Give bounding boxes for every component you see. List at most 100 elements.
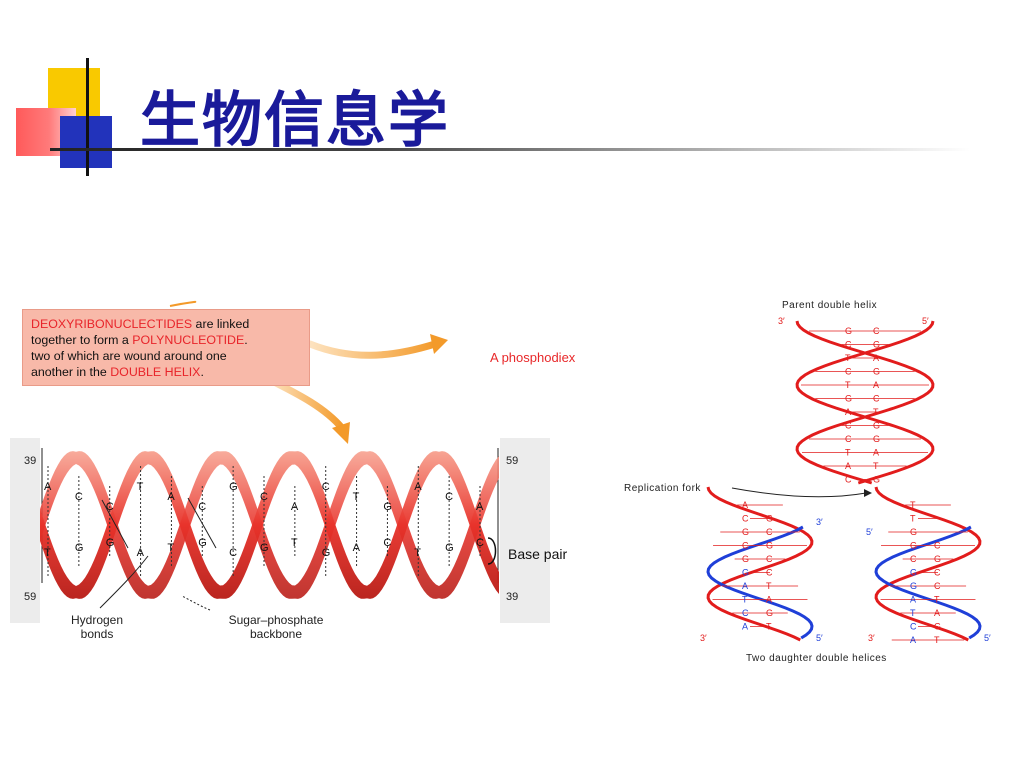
parent-base-right: G xyxy=(873,434,880,444)
base-letter-bottom: G xyxy=(322,547,331,559)
parent-base-right: G xyxy=(873,475,880,485)
base-letter-top: A xyxy=(291,501,299,513)
base-letter-top: A xyxy=(414,481,422,493)
dna-replication-diagram: Parent double helix Replication fork Two… xyxy=(624,300,991,664)
helix-left-end-panel xyxy=(10,438,40,623)
backbone-pointer-line xyxy=(181,595,211,611)
parent-base-right: G xyxy=(873,421,880,431)
parent-base-right: T xyxy=(873,407,879,417)
parent-base-left: C xyxy=(845,367,852,377)
helix-end-top-right: 59 xyxy=(506,455,518,467)
parent-3-prime-label: 3′ xyxy=(778,316,785,326)
replication-strands xyxy=(706,320,982,642)
left-daughter-3-prime-top: 3′ xyxy=(816,517,823,527)
parent-base-left: T xyxy=(845,353,851,363)
left-daughter-base-right: G xyxy=(766,608,773,618)
base-letter-top: T xyxy=(353,491,360,503)
left-daughter-base-right: G xyxy=(766,541,773,551)
base-letter-top: C xyxy=(260,491,268,503)
base-letter-top: C xyxy=(106,501,114,513)
parent-strand-b xyxy=(795,320,935,485)
daughter-helices-label: Two daughter double helices xyxy=(746,653,887,664)
base-letter-top: A xyxy=(476,501,484,513)
replication-fork-label: Replication fork xyxy=(624,483,701,494)
title-decor-vertical-line xyxy=(86,58,89,176)
right-daughter-base-right: T xyxy=(934,595,940,605)
left-daughter-base-right: G xyxy=(766,514,773,524)
base-pair-bracket xyxy=(487,537,497,565)
ribbon-strand-1 xyxy=(40,451,499,599)
parent-strand-a xyxy=(795,320,935,485)
right-daughter-base-left: G xyxy=(910,581,917,591)
base-letter-bottom: A xyxy=(137,547,145,559)
right-daughter-3-prime-label: 3′ xyxy=(868,633,875,643)
parent-base-right: A xyxy=(873,448,879,458)
parent-base-left: C xyxy=(845,475,852,485)
parent-base-left: T xyxy=(845,448,851,458)
left-daughter-base-left: A xyxy=(742,500,748,510)
base-letter-bottom: C xyxy=(476,537,484,549)
parent-base-left: A xyxy=(845,461,851,471)
parent-base-right: G xyxy=(873,367,880,377)
ribbon-strand-2 xyxy=(40,451,499,599)
parent-5-prime-label: 5′ xyxy=(922,316,929,326)
sugar-phosphate-backbone-label: Sugar–phosphate backbone xyxy=(228,613,324,641)
base-letter-bottom: G xyxy=(75,542,84,554)
base-letter-bottom: T xyxy=(167,542,174,554)
left-daughter-base-left: C xyxy=(742,541,749,551)
left-daughter-base-left: C xyxy=(742,608,749,618)
base-letter-top: T xyxy=(137,481,144,493)
arrow-to-helix xyxy=(266,376,346,432)
left-daughter-base-right: T xyxy=(766,581,772,591)
right-daughter-5-prime-label: 5′ xyxy=(984,633,991,643)
right-daughter-base-right: G xyxy=(934,622,941,632)
parent-base-left: G xyxy=(845,394,852,404)
phosphodiester-label: A phosphodiex xyxy=(490,350,576,365)
base-letter-bottom: G xyxy=(445,542,454,554)
left-daughter-base-right: C xyxy=(766,527,773,537)
parent-base-right: A xyxy=(873,353,879,363)
parent-base-right: T xyxy=(873,461,879,471)
base-letter-bottom: C xyxy=(229,547,237,559)
right-daughter-base-right: A xyxy=(934,608,940,618)
right-daughter-base-left: G xyxy=(910,568,917,578)
right-daughter-base-left: T xyxy=(910,608,916,618)
right-daughter-base-left: C xyxy=(910,554,917,564)
right-daughter-base-left: A xyxy=(910,635,916,645)
parent-base-left: T xyxy=(845,380,851,390)
left-daughter-base-right: C xyxy=(766,554,773,564)
base-letter-top: G xyxy=(229,481,238,493)
right-daughter-base-left: G xyxy=(910,541,917,551)
left-daughter-base-right: C xyxy=(766,568,773,578)
parent-base-right: C xyxy=(873,394,880,404)
left-daughter-base-left: A xyxy=(742,622,748,632)
parent-double-helix-label: Parent double helix xyxy=(782,300,877,311)
parent-base-left: C xyxy=(845,340,852,350)
parent-base-left: G xyxy=(845,326,852,336)
highlight-polynucleotide: POLYNUCLEOTIDE xyxy=(132,333,245,347)
base-letter-top: A xyxy=(167,491,175,503)
helix-right-end-panel xyxy=(500,438,550,623)
left-daughter-base-left: T xyxy=(742,595,748,605)
base-letter-bottom: T xyxy=(414,547,421,559)
base-letter-bottom: G xyxy=(198,537,207,549)
base-letter-bottom: G xyxy=(260,542,269,554)
parent-base-right: C xyxy=(873,326,880,336)
helix-end-bottom-right: 39 xyxy=(506,591,518,603)
left-daughter-base-right: T xyxy=(766,622,772,632)
left-daughter-3-prime-label: 3′ xyxy=(700,633,707,643)
left-daughter-5-prime-label: 5′ xyxy=(816,633,823,643)
right-daughter-base-left: T xyxy=(910,500,916,510)
base-letter-top: A xyxy=(44,481,52,493)
left-daughter-base-left: G xyxy=(742,554,749,564)
parent-base-right: A xyxy=(873,380,879,390)
info-box: DEOXYRIBONUCLECTIDES are linked together… xyxy=(22,309,310,386)
right-daughter-base-right: C xyxy=(934,541,941,551)
right-daughter-base-left: T xyxy=(910,514,916,524)
base-letter-bottom: A xyxy=(353,542,361,554)
arrow-head-down-icon xyxy=(332,422,350,444)
base-pair-label: Base pair xyxy=(508,546,568,562)
